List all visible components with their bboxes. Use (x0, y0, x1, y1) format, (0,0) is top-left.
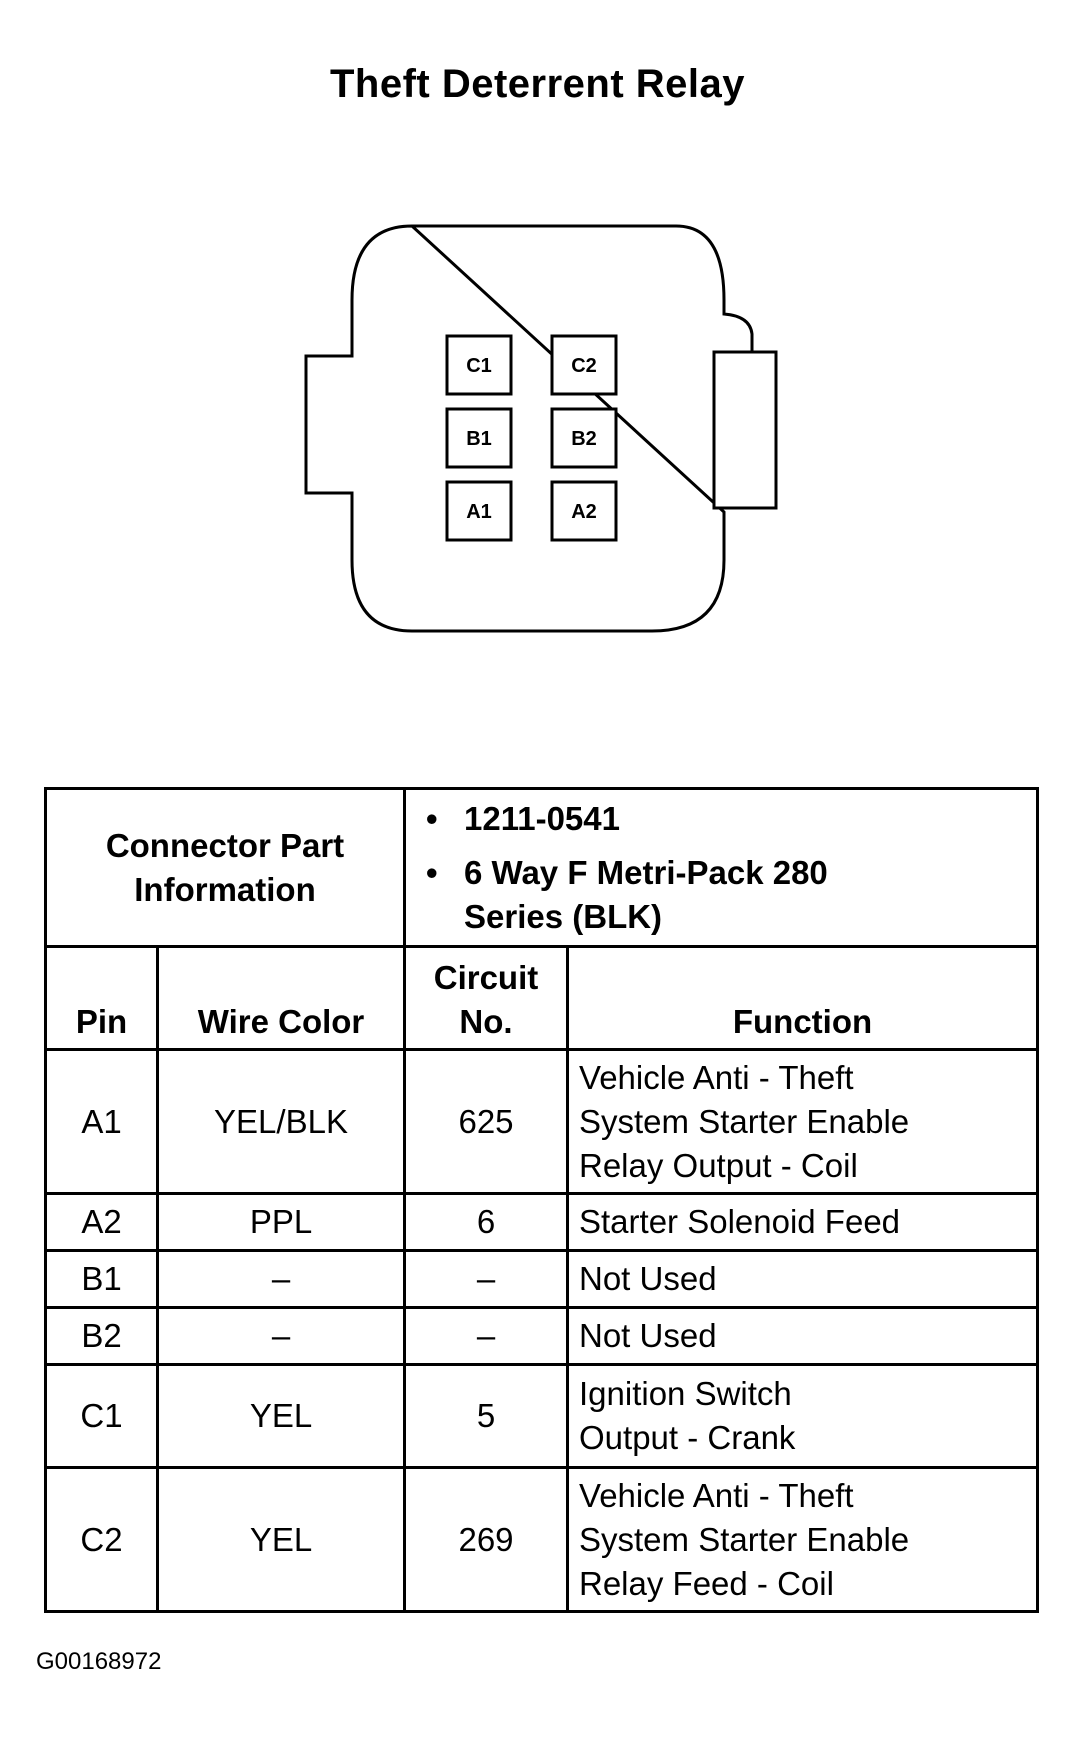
cell-circuit: 6 (403, 1192, 569, 1252)
function-line: Relay Output - Coil (579, 1146, 858, 1184)
table-row: B2 – – Not Used (44, 1306, 1039, 1366)
function-line: Ignition Switch (579, 1375, 792, 1412)
function-line: Output - Crank (579, 1419, 796, 1456)
pin-cavity-b2 (550, 407, 618, 469)
connector-series: Series (BLK) (464, 897, 663, 935)
cell-function: Vehicle Anti - Theft System Starter Enab… (566, 1466, 1039, 1613)
cell-wire-color: YEL (156, 1466, 406, 1613)
table-row: B1 – – Not Used (44, 1249, 1039, 1309)
cell-wire-color: YEL (156, 1363, 406, 1469)
table-row: C1 YEL 5 Ignition Switch Output - Crank (44, 1363, 1039, 1469)
cell-circuit: 5 (403, 1363, 569, 1469)
cell-wire-color: YEL/BLK (156, 1048, 406, 1195)
column-header-row: Pin Wire Color Circuit No. Function (44, 945, 1039, 1051)
pin-cavity-c1 (445, 334, 513, 396)
header-function: Function (566, 945, 1039, 1051)
cell-function: Ignition Switch Output - Crank (566, 1363, 1039, 1469)
table-row: A1 YEL/BLK 625 Vehicle Anti - Theft Syst… (44, 1048, 1039, 1195)
connector-type: 6 Way F Metri-Pack 280 (426, 851, 1028, 895)
function-line: System Starter Enable (579, 1520, 910, 1558)
pin-cavity-a2 (550, 480, 618, 542)
pin-cavity-c2 (550, 334, 618, 396)
function-line: Vehicle Anti - Theft (579, 1058, 854, 1096)
header-circuit-no: Circuit No. (403, 945, 569, 1051)
cell-pin: A2 (44, 1192, 159, 1252)
header-pin: Pin (44, 945, 159, 1051)
part-number: 1211-0541 (426, 797, 1028, 841)
function-line: Vehicle Anti - Theft (579, 1476, 854, 1514)
connector-face-diagram: C1 C2 B1 B2 A1 A2 (304, 224, 778, 633)
header-circuit-line: Circuit (433, 959, 539, 996)
cell-circuit: 625 (403, 1048, 569, 1195)
cell-pin: C2 (44, 1466, 159, 1613)
cell-function: Vehicle Anti - Theft System Starter Enab… (566, 1048, 1039, 1195)
pin-label: A2 (571, 501, 597, 523)
pinout-table: Connector Part Information 1211-0541 6 W… (44, 787, 1039, 1613)
cell-function: Not Used (566, 1249, 1039, 1309)
pin-label: C2 (571, 355, 597, 377)
connector-latch (712, 350, 778, 510)
figure-id: G00168972 (36, 1648, 162, 1675)
header-wire-color: Wire Color (156, 945, 406, 1051)
connector-info-label: Connector Part Information (44, 787, 406, 948)
function-line: System Starter Enable (579, 1102, 910, 1140)
cell-circuit: – (403, 1306, 569, 1366)
connector-info-value: 1211-0541 6 Way F Metri-Pack 280 Series … (403, 787, 1039, 948)
table-row: A2 PPL 6 Starter Solenoid Feed (44, 1192, 1039, 1252)
cell-pin: A1 (44, 1048, 159, 1195)
cell-circuit: – (403, 1249, 569, 1309)
cell-function: Starter Solenoid Feed (566, 1192, 1039, 1252)
connector-body-outline (304, 224, 754, 633)
connector-info-label-line: Connector Part (105, 826, 345, 864)
table-row: C2 YEL 269 Vehicle Anti - Theft System S… (44, 1466, 1039, 1613)
cell-pin: B1 (44, 1249, 159, 1309)
cell-wire-color: PPL (156, 1192, 406, 1252)
cell-circuit: 269 (403, 1466, 569, 1613)
pin-cavity-b1 (445, 407, 513, 469)
header-circuit-line: No. (459, 1003, 513, 1040)
connector-info-row: Connector Part Information 1211-0541 6 W… (44, 787, 1039, 948)
pin-label: C1 (466, 355, 492, 377)
cell-wire-color: – (156, 1306, 406, 1366)
cell-pin: B2 (44, 1306, 159, 1366)
cell-wire-color: – (156, 1249, 406, 1309)
pin-label: A1 (466, 501, 492, 523)
function-line: Relay Feed - Coil (579, 1564, 834, 1602)
pin-label: B1 (466, 428, 492, 450)
connector-info-label-line: Information (134, 870, 316, 908)
diagram-title: Theft Deterrent Relay (329, 62, 746, 106)
cell-pin: C1 (44, 1363, 159, 1469)
pin-label: B2 (571, 428, 597, 450)
pin-cavity-a1 (445, 480, 513, 542)
cell-function: Not Used (566, 1306, 1039, 1366)
